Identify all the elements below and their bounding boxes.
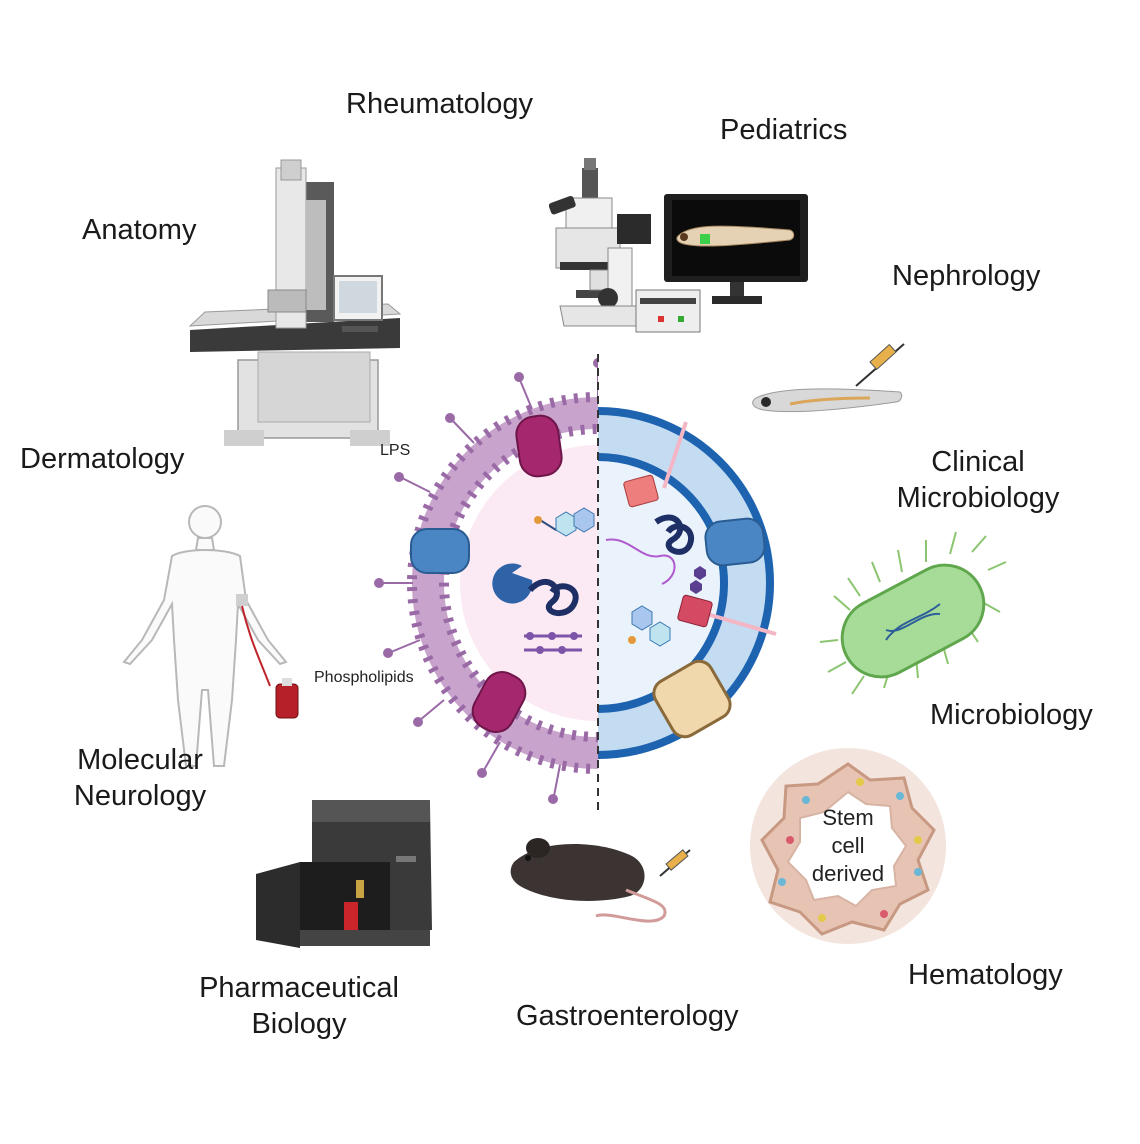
electron-microscope-icon: [188, 159, 402, 446]
label-microbiology: Microbiology: [930, 699, 1093, 731]
label-anatomy: Anatomy: [82, 214, 197, 246]
label-pharmaceutical-biology-line-1: Pharmaceutical: [199, 972, 399, 1004]
label-rheumatology: Rheumatology: [346, 88, 533, 120]
label-hematology: Hematology: [908, 959, 1063, 991]
label-pharmaceutical-biology-line-2: Biology: [251, 1008, 347, 1040]
label-gastroenterology: Gastroenterology: [516, 1000, 739, 1032]
zebrafish-injection-icon: [752, 343, 905, 413]
label-molecular-neurology: Molecular Neurology: [74, 742, 206, 814]
gram-positive-cell-right-half: [598, 407, 777, 759]
label-clinical-microbiology: Clinical Microbiology: [897, 444, 1060, 516]
organoid-icon: [750, 748, 946, 944]
annotation-lps: LPS: [380, 442, 411, 459]
stem-cell-line-2: cell: [831, 833, 865, 858]
label-pediatrics: Pediatrics: [720, 114, 848, 146]
fluorescence-microscope-icon: [548, 158, 808, 333]
mouse-injection-icon: [510, 838, 691, 923]
label-molecular-neurology-line-2: Neurology: [73, 780, 207, 812]
human-figure-icon: [122, 505, 299, 767]
label-nephrology: Nephrology: [892, 260, 1041, 292]
label-dermatology: Dermatology: [20, 443, 185, 475]
label-clinical-microbiology-line-1: Clinical: [931, 446, 1025, 478]
bacterium-icon: [819, 531, 1007, 695]
annotation-phospholipids: Phospholipids: [314, 669, 414, 686]
cytometer-icon: [256, 800, 432, 948]
annotation-stem-cell-derived: Stem cell derived: [812, 804, 884, 888]
label-pharmaceutical-biology: Pharmaceutical Biology: [199, 970, 399, 1042]
label-clinical-microbiology-line-2: Microbiology: [896, 482, 1060, 514]
stem-cell-line-3: derived: [811, 861, 885, 886]
stem-cell-line-1: Stem: [822, 805, 874, 830]
label-molecular-neurology-line-1: Molecular: [77, 744, 203, 776]
gram-negative-cell-left-half: [374, 358, 598, 804]
